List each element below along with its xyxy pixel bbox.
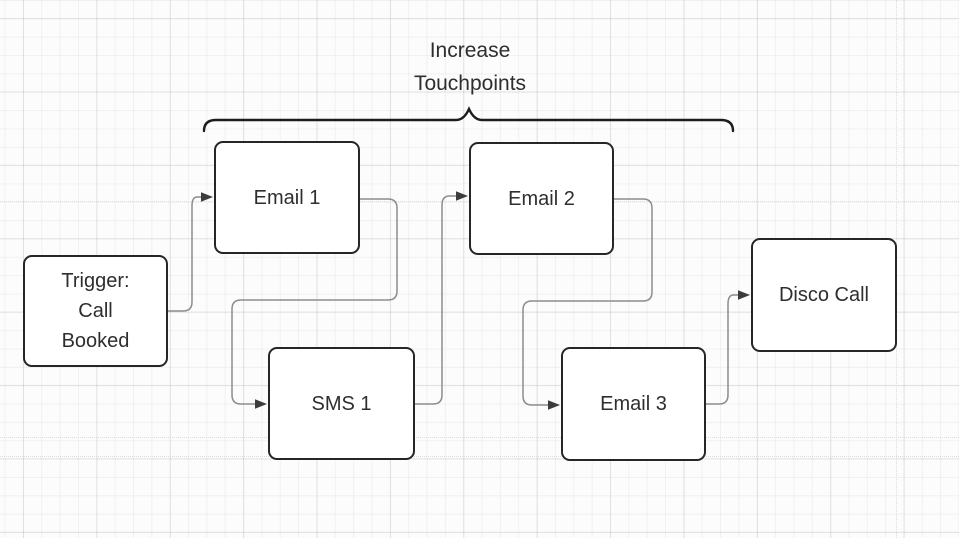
edge-email-2-to-email-3[interactable] <box>522 198 653 410</box>
edge-email-1-to-sms-1[interactable] <box>231 198 398 409</box>
arrowhead-icon <box>201 192 213 202</box>
edge-sms-1-to-email-2[interactable] <box>415 191 468 405</box>
node-sms-1[interactable]: SMS 1 <box>268 347 415 460</box>
arrowhead-icon <box>738 290 750 300</box>
node-email-2[interactable]: Email 2 <box>469 142 614 255</box>
edge-email-3-to-disco-call[interactable] <box>706 290 750 405</box>
node-trigger-call-booked[interactable]: Trigger: Call Booked <box>23 255 168 367</box>
arrowhead-icon <box>548 400 560 410</box>
arrowhead-icon <box>456 191 468 201</box>
node-email-3[interactable]: Email 3 <box>561 347 706 461</box>
arrowhead-icon <box>255 399 267 409</box>
annotation-increase-touchpoints[interactable]: Increase Touchpoints <box>413 39 527 95</box>
node-disco-call[interactable]: Disco Call <box>751 238 897 352</box>
curly-brace[interactable] <box>202 106 735 133</box>
node-email-1[interactable]: Email 1 <box>214 141 360 254</box>
edge-trigger-call-booked-to-email-1[interactable] <box>168 192 213 312</box>
